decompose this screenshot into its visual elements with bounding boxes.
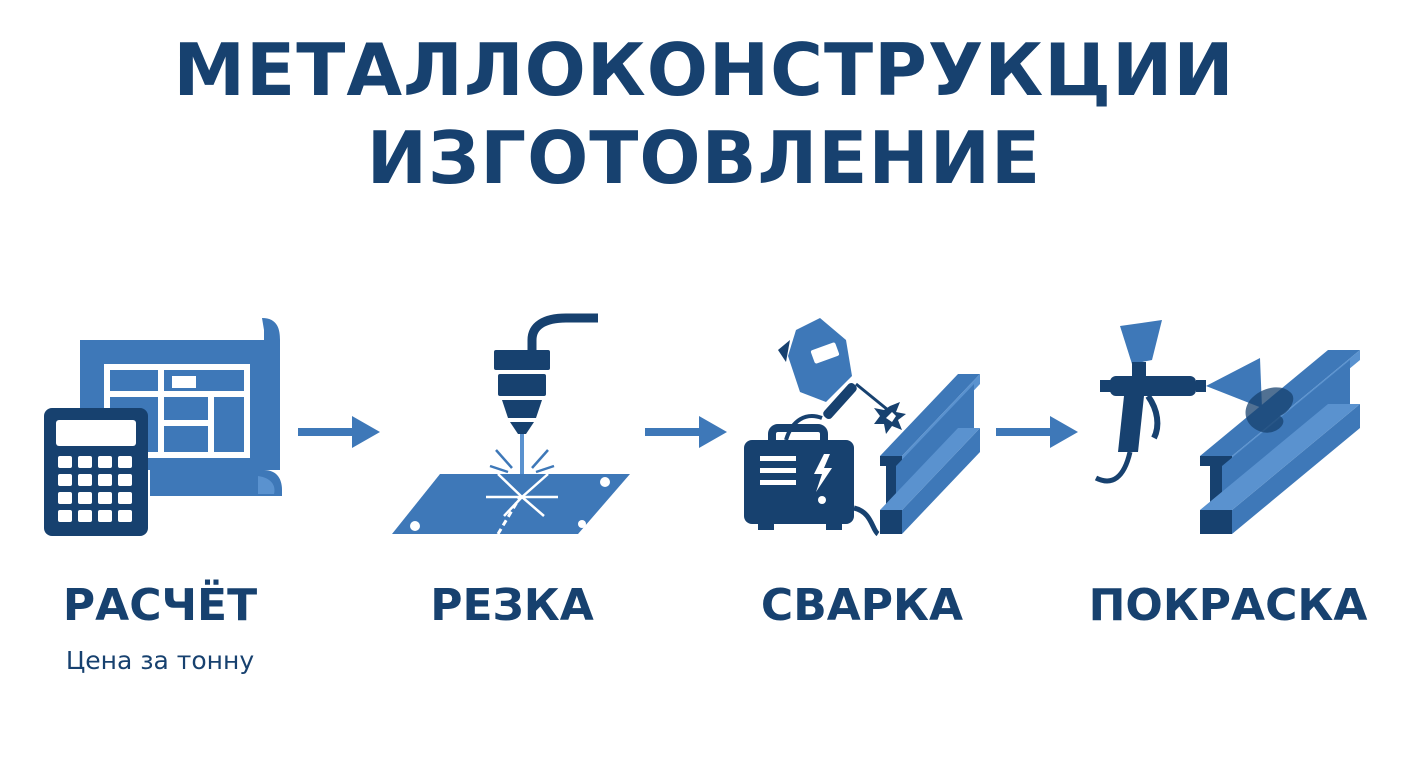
stage-label-pokraska: ПОКРАСКА [1088, 580, 1368, 631]
welding-torch-icon [784, 382, 906, 441]
arrow-right-icon [996, 416, 1078, 448]
stage-note-price: Цена за тонну [65, 646, 255, 675]
stage-label-rezka: РЕЗКА [430, 580, 594, 631]
spray-gun-icon [1094, 320, 1262, 484]
page-title-line-1: МЕТАЛЛОКОНСТРУКЦИИ [173, 28, 1235, 112]
laser-cutter-icon [494, 313, 598, 496]
arrow-right-icon [298, 416, 380, 448]
arrow-right-icon [645, 416, 727, 448]
welding-machine-icon [744, 424, 880, 537]
i-beam-icon [1200, 350, 1360, 534]
welding-mask-icon [778, 318, 852, 402]
metal-sheet-icon [392, 449, 630, 535]
page-title-line-2: ИЗГОТОВЛЕНИЕ [366, 116, 1042, 200]
i-beam-icon [880, 374, 980, 534]
stage-label-svarka: СВАРКА [760, 580, 964, 631]
calculator-icon [44, 408, 148, 536]
stage-label-raschet: РАСЧЁТ [62, 580, 258, 631]
